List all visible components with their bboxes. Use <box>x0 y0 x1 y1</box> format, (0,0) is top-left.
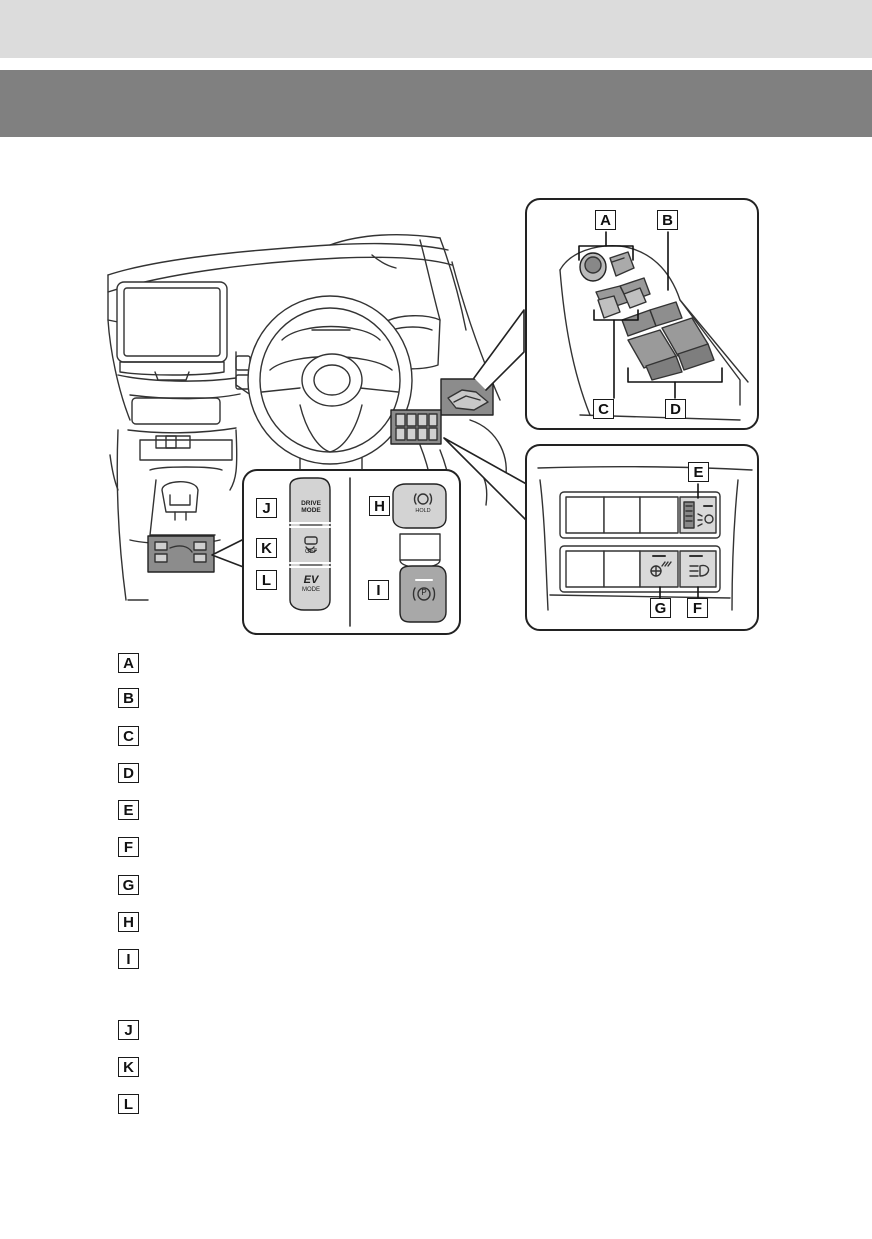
legend-item-l: L <box>118 1094 139 1114</box>
legend-item-e: E <box>118 800 139 820</box>
parking-brake-switch-label: P <box>421 588 427 597</box>
instrument-panel-switch-location <box>390 409 442 445</box>
dashboard-drawing <box>107 233 507 601</box>
drive-mode-text-1: DRIVE <box>301 500 321 507</box>
callout-g-label: G <box>650 598 671 618</box>
legend-item-d: D <box>118 763 139 783</box>
callout-d-label: D <box>665 399 686 419</box>
section-title-band <box>0 70 872 137</box>
legend-item-j: J <box>118 1020 139 1040</box>
legend-item-k: K <box>118 1057 139 1077</box>
legend-item-f: F <box>118 837 139 857</box>
legend-item-b: B <box>118 688 139 708</box>
detail-window-switches <box>525 198 759 430</box>
vsc-off-switch-label: OFF <box>305 549 317 555</box>
legend-item-a: A <box>118 653 139 673</box>
ev-mode-switch-label: MODE <box>302 587 320 593</box>
callout-j-label: J <box>256 498 277 518</box>
hold-switch-label: HOLD <box>415 508 431 514</box>
callout-c-label: C <box>593 399 614 419</box>
detail-console-switches <box>242 469 461 635</box>
callout-h-label: H <box>369 496 390 516</box>
detail-instrument-panel-switches <box>525 444 759 631</box>
callout-f-label: F <box>687 598 708 618</box>
legend-item-h: H <box>118 912 139 932</box>
callout-a-label: A <box>595 210 616 230</box>
callout-i-label: I <box>368 580 389 600</box>
callout-e-label: E <box>688 462 709 482</box>
callout-k-label: K <box>256 538 277 558</box>
legend-item-g: G <box>118 875 139 895</box>
ev-switch-label: EV <box>303 574 319 586</box>
callout-l-label: L <box>256 570 277 590</box>
legend-item-c: C <box>118 726 139 746</box>
legend-item-i: I <box>118 949 139 969</box>
console-switch-location <box>147 535 215 573</box>
drive-mode-text-2: MODE <box>301 507 321 514</box>
page-header-band <box>0 0 872 58</box>
callout-b-label: B <box>657 210 678 230</box>
drive-mode-switch-label: DRIVE MODE <box>291 500 331 514</box>
